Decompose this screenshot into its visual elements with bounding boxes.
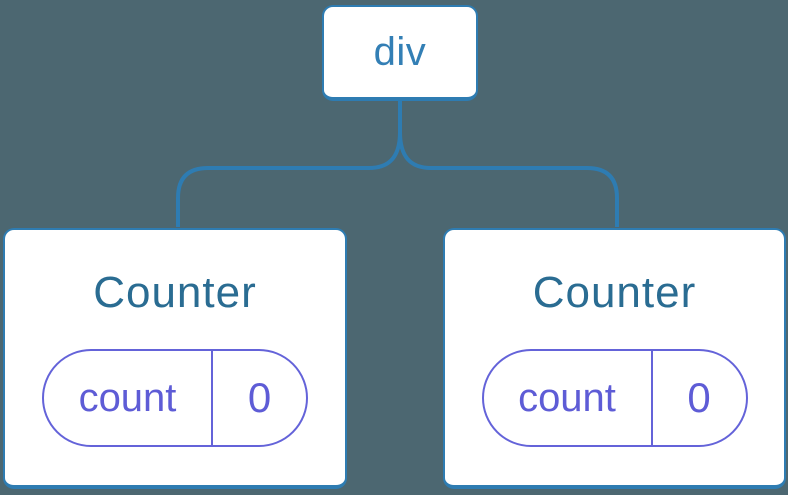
root-node-label: div <box>373 29 427 74</box>
state-key-label: count <box>484 351 653 445</box>
state-key-label: count <box>44 351 213 445</box>
counter-node-right: Counter count 0 <box>443 228 786 489</box>
counter-label: Counter <box>532 268 697 317</box>
state-pill: count 0 <box>481 349 748 447</box>
state-value: 0 <box>687 374 711 421</box>
connector-branch-right <box>398 101 619 227</box>
counter-label: Counter <box>93 268 257 317</box>
connector-branch-left <box>176 101 402 227</box>
counter-node-left: Counter count 0 <box>3 228 347 489</box>
root-node-div: div <box>322 5 478 101</box>
state-pill: count 0 <box>42 349 308 447</box>
state-value: 0 <box>247 374 272 421</box>
